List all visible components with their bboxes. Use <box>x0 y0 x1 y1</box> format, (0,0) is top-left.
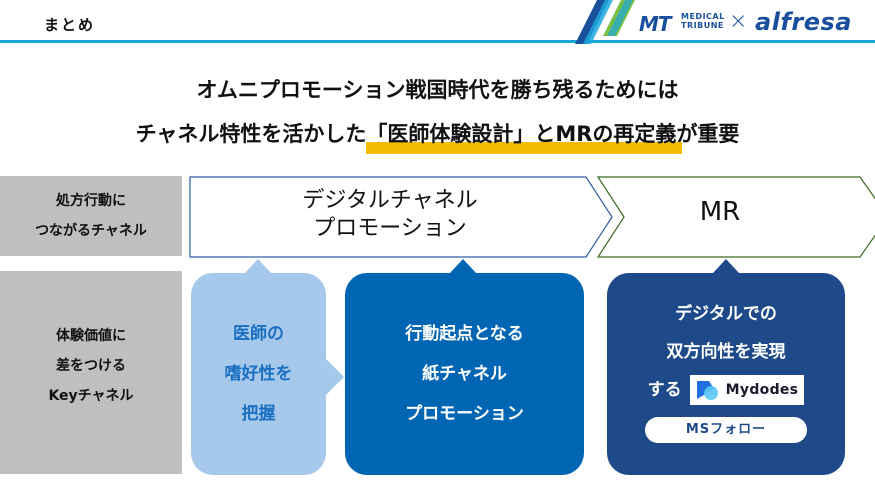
row1-label-line1: 処方行動に <box>56 193 126 209</box>
headline-line2: チャネル特性を活かした「医師体験設計」とMRの再定義が重要 <box>0 118 875 154</box>
mydodes-logo: Mydodes <box>689 375 805 405</box>
stripes-logo-icon <box>575 0 635 44</box>
logo-medical-tribune: MEDICAL TRIBUNE <box>681 12 725 30</box>
brand-logo: MT MEDICAL TRIBUNE × alfresa <box>575 0 875 44</box>
logo-medical-line1: MEDICAL <box>681 12 725 21</box>
ms-follow-pill: MSフォロー <box>645 417 807 443</box>
bubble3-line2: 双方向性を実現 <box>666 342 786 362</box>
bubble2-line1: 行動起点となる <box>405 324 524 344</box>
bubble-mr-digital: デジタルでの 双方向性を実現 する Mydodes MSフォロー <box>607 259 845 475</box>
chevron-mr <box>596 176 875 258</box>
logo-medical-line2: TRIBUNE <box>681 21 724 30</box>
bubble1-line1: 医師の <box>233 324 284 344</box>
bubble-doctor-preference: 医師の 嗜好性を 把握 <box>191 259 344 475</box>
bubble-paper-channel: 行動起点となる 紙チャネル プロモーション <box>345 259 584 475</box>
headline-line1: オムニプロモーション戦国時代を勝ち残るためには <box>196 78 679 102</box>
page-section-title: まとめ <box>44 16 96 34</box>
bubble1-line2: 嗜好性を <box>224 364 293 384</box>
bubble3-product-row: する Mydodes <box>648 371 805 409</box>
mydodes-name: Mydodes <box>725 382 799 398</box>
row1-label-line2: つながるチャネル <box>35 223 147 239</box>
mydodes-mark-icon <box>696 381 718 400</box>
chevron-mr-label: MR <box>620 198 820 226</box>
bubble3-line3: する <box>647 380 682 400</box>
bubble2-line2: 紙チャネル <box>422 364 507 384</box>
bubble1-line3: 把握 <box>241 404 276 424</box>
bubble2-line3: プロモーション <box>405 404 524 424</box>
chevron-digital-label: デジタルチャネル プロモーション <box>190 187 590 243</box>
row2-label-line3: Keyチャネル <box>48 387 134 404</box>
row2-label-line2: 差をつける <box>56 357 126 374</box>
logo-mt: MT <box>639 12 672 36</box>
row-label-prescription-channel: 処方行動に つながるチャネル <box>0 176 182 256</box>
row2-label-line1: 体験価値に <box>56 327 126 344</box>
logo-cross: × <box>729 9 748 34</box>
chevron-digital-line1: デジタルチャネル <box>302 188 478 213</box>
bubble3-line1: デジタルでの <box>675 304 777 324</box>
headline-highlight: 「医師体験設計」とMRの再定義 <box>366 118 683 154</box>
chevron-mr-line1: MR <box>699 197 741 227</box>
chevron-arrows <box>189 176 875 258</box>
headline-line2-suffix: が重要 <box>676 122 740 146</box>
chevron-digital-line2: プロモーション <box>313 216 467 241</box>
logo-alfresa: alfresa <box>755 8 852 36</box>
header-divider <box>0 40 875 43</box>
headline-line2-prefix: チャネル特性を活かした <box>135 122 367 146</box>
chevron-digital <box>189 176 613 258</box>
row-label-key-channel: 体験価値に 差をつける Keyチャネル <box>0 271 182 474</box>
